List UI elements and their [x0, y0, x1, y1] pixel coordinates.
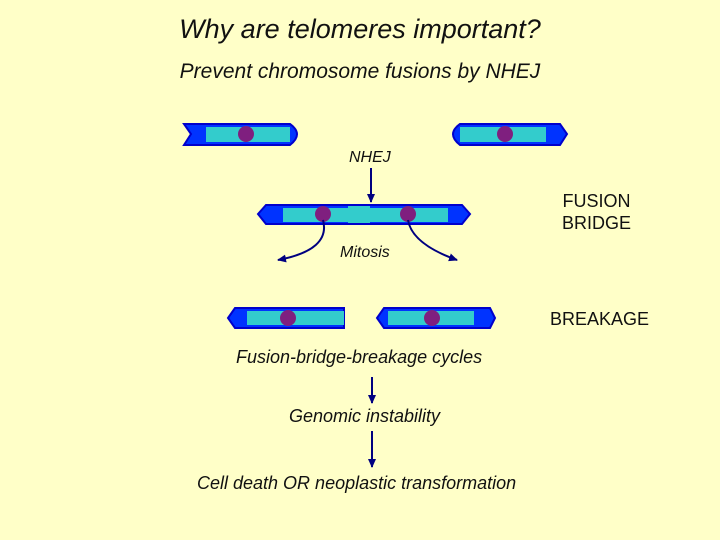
broken-chromosome-right	[375, 307, 497, 329]
mitosis-label: Mitosis	[340, 244, 390, 261]
genomic-instability-label: Genomic instability	[289, 406, 441, 426]
page-title: Why are telomeres important?	[179, 14, 541, 44]
mitosis-arrow-right-icon	[407, 219, 458, 262]
fusion-bridge-breakage-cycles-label: Fusion-bridge-breakage cycles	[236, 347, 483, 367]
chromosome-left	[182, 123, 298, 146]
centromere-icon	[400, 206, 416, 222]
chromosome-right	[452, 123, 569, 146]
fusion-bridge-line2: BRIDGE	[562, 213, 632, 233]
centromere-icon	[238, 126, 254, 142]
mitosis-arrow-left-icon	[277, 219, 326, 263]
centromere-icon	[497, 126, 513, 142]
broken-chromosome-left	[226, 307, 345, 329]
nhej-label: NHEJ	[349, 149, 391, 166]
centromere-icon	[280, 310, 296, 326]
centromere-icon	[424, 310, 440, 326]
fused-chromosome	[256, 204, 472, 225]
fusion-bridge-label: FUSION BRIDGE	[562, 190, 631, 234]
outcome-label: Cell death OR neoplastic transformation	[197, 473, 517, 493]
fusion-bridge-line1: FUSION	[562, 191, 631, 211]
centromere-icon	[315, 206, 331, 222]
breakage-label: BREAKAGE	[550, 309, 650, 329]
page-subtitle: Prevent chromosome fusions by NHEJ	[179, 60, 541, 83]
